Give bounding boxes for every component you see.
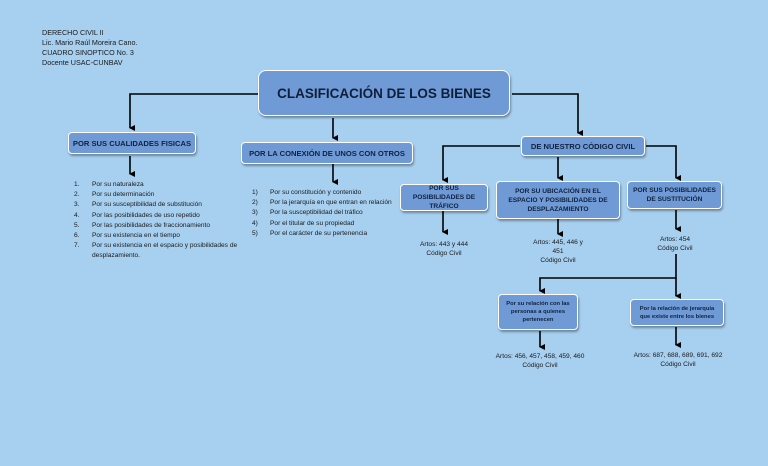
connector-codigo-trafico [442,145,520,183]
ref-relacion-personas: Artos: 456, 457, 458, 459, 460 Código Ci… [495,353,585,369]
ref-sustitucion: Artos: 454 Código Civil [657,236,693,252]
connector-sustitucion-relacion [539,254,677,294]
diagram-title: CLASIFICACIÓN DE LOS BIENES [277,85,491,101]
header-teacher: Lic. Mario Raúl Moreira Cano. [42,38,138,47]
list-item: 1.Por su naturaleza [74,181,144,188]
header-course: DERECHO CIVIL II [42,28,104,37]
box-cualidades-fisicas: POR SUS CUALIDADES FISICAS [68,132,196,154]
ref-trafico: Artos: 443 y 444 Código Civil [419,241,469,257]
list-item: 7.Por su existencia en el espacio y posi… [74,242,238,260]
ref-jerarquia: Artos: 687, 688, 689, 691, 692 Código Ci… [633,352,723,368]
list-item: 4.Por las posibilidades de uso repetido [74,211,200,219]
header-institution: Docente USAC-CUNBAV [42,58,123,67]
box-codigo-civil: DE NUESTRO CÓDIGO CIVIL [521,136,645,156]
connector-title-fisicas [129,93,258,131]
list-item: 5.Por las posibilidades de fraccionamien… [74,221,211,229]
list-item: 3.Por su susceptibilidad de substitución [74,201,202,209]
list-item: 4)Por el titular de su propiedad [252,219,355,227]
header-info: DERECHO CIVIL II Lic. Mario Raúl Moreira… [42,28,137,68]
list-conexion: 1)Por su constitución y contenido 2)Por … [252,188,412,239]
box-jerarquia: Por la relación de jerarquía que existe … [630,299,724,326]
box-conexion: POR LA CONEXIÓN DE UNOS CON OTROS [241,142,413,164]
list-item: 3)Por la susceptibilidad del tráfico [252,209,363,217]
list-item: 1)Por su constitución y contenido [252,189,362,196]
list-item: 2)Por la jerarquía en que entran en rela… [252,199,392,207]
connector-codigo-sustitucion [646,145,681,181]
list-item: 5)Por el carácter de su pertenencia [252,229,368,237]
box-relacion-personas: Por su relación con las personas a quien… [498,294,578,330]
connector-title-codigo [512,93,583,136]
list-item: 2.Por su determinación [74,191,155,199]
ref-ubicacion: Artos: 445, 446 y 451 Código Civil [533,239,583,264]
header-chart-number: CUADRO SINOPTICO No. 3 [42,48,134,57]
title-box: CLASIFICACIÓN DE LOS BIENES [258,70,510,116]
box-trafico: POR SUS POSIBILIDADES DE TRÁFICO [400,184,488,211]
box-sustitucion: POR SUS POSIBILIDADES DE SUSTITUCIÓN [627,181,722,209]
list-cualidades-fisicas: 1.Por su naturaleza 2.Por su determinaci… [74,180,244,262]
box-ubicacion: POR SU UBICACIÓN EN EL ESPACIO Y POSIBIL… [496,181,620,219]
list-item: 6.Por su existencia en el tiempo [74,232,180,240]
